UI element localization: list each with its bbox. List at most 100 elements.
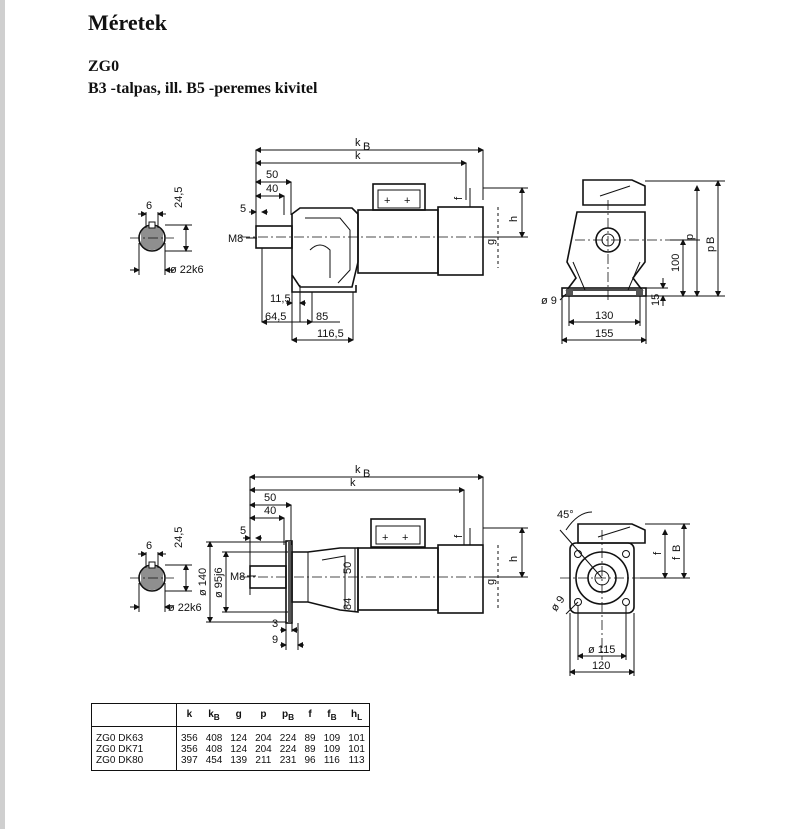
label-m8-bottom: M8 bbox=[230, 571, 245, 583]
dim-155: 155 bbox=[595, 328, 613, 340]
svg-text:B: B bbox=[363, 468, 370, 480]
dim-64-5: 64,5 bbox=[265, 311, 286, 323]
gearmotor-end-view-foot: p B p 100 15 ø 9 130 155 bbox=[541, 179, 725, 344]
table-cell: 89 bbox=[304, 744, 316, 755]
dim-84: 84 bbox=[342, 598, 354, 610]
col-header: p bbox=[251, 703, 276, 727]
table-cell: 139 bbox=[230, 755, 248, 766]
svg-text:+: + bbox=[384, 195, 390, 207]
dim-130: 130 bbox=[595, 310, 613, 322]
dim-hl-bottom: h bbox=[508, 556, 520, 562]
col-header: fB bbox=[319, 703, 345, 727]
dim-k-bottom: k bbox=[350, 477, 356, 489]
table-cell: 124 bbox=[230, 744, 248, 755]
gearmotor-end-view-flange: 45° ø 9 f B f ø 115 120 bbox=[549, 509, 690, 676]
technical-drawings: 6 24,5 ø 22k6 k B k 50 40 5 M8 bbox=[130, 137, 725, 676]
dim-flange-140: ø 140 bbox=[197, 568, 209, 596]
dim-shaft-bottom: ø 22k6 bbox=[168, 602, 202, 614]
svg-text:B: B bbox=[671, 545, 683, 552]
dim-hole-9-top: ø 9 bbox=[541, 295, 557, 307]
dim-flange-hole: ø 9 bbox=[549, 594, 568, 614]
table-cell: 356 bbox=[181, 744, 198, 755]
dim-15: 15 bbox=[650, 294, 662, 306]
dim-24-5-top: 24,5 bbox=[173, 187, 185, 208]
dim-5-top: 5 bbox=[240, 203, 246, 215]
dim-hl-top: h bbox=[508, 216, 520, 222]
dim-116-5: 116,5 bbox=[317, 328, 344, 340]
col-header: pB bbox=[275, 703, 301, 727]
table-row: ZG0 DK71 356 408 124 204 224 89 109 101 bbox=[91, 744, 370, 755]
dim-g-bottom: g bbox=[485, 579, 497, 585]
table-cell: 408 bbox=[205, 744, 223, 755]
dim-5-bottom: 5 bbox=[240, 525, 246, 537]
table-cell: 224 bbox=[279, 744, 297, 755]
row-label: ZG0 DK63 bbox=[91, 726, 177, 744]
dim-9: 9 bbox=[272, 634, 278, 646]
dim-3: 3 bbox=[272, 618, 278, 630]
dim-kb-top: k bbox=[355, 137, 361, 149]
table-cell: 96 bbox=[304, 755, 316, 766]
row-label: ZG0 DK80 bbox=[91, 755, 177, 771]
dim-100: 100 bbox=[670, 254, 682, 272]
shaft-keyway-detail-bottom: 6 24,5 ø 22k6 bbox=[130, 527, 202, 614]
shaft-keyway-detail-top: 6 24,5 ø 22k6 bbox=[130, 187, 204, 276]
dim-pb-top: p bbox=[705, 246, 717, 252]
dim-6-bottom: 6 bbox=[146, 540, 152, 552]
gearmotor-side-view-foot: k B k 50 40 5 M8 + + f h bbox=[228, 137, 528, 343]
row-label: ZG0 DK71 bbox=[91, 744, 177, 755]
page-title: Méretek bbox=[88, 10, 167, 35]
dim-50-bottom: 50 bbox=[264, 492, 276, 504]
table-cell: 408 bbox=[205, 733, 223, 744]
dim-shaft-top: ø 22k6 bbox=[170, 264, 204, 276]
dim-f-end-bottom: f bbox=[652, 551, 664, 555]
svg-text:B: B bbox=[363, 141, 370, 153]
label-m8-top: M8 bbox=[228, 233, 243, 245]
table-header-row: k kB g p pB f fB hL bbox=[91, 703, 370, 727]
table-corner bbox=[91, 703, 177, 727]
dim-flange-95j6: ø 95j6 bbox=[213, 567, 225, 598]
dim-24-5-bottom: 24,5 bbox=[173, 527, 185, 548]
table-row: ZG0 DK63 356 408 124 204 224 89 109 101 bbox=[91, 726, 370, 744]
table-cell: 224 bbox=[279, 733, 297, 744]
table-cell: 454 bbox=[205, 755, 223, 766]
table-cell: 101 bbox=[348, 744, 365, 755]
dim-120: 120 bbox=[592, 660, 610, 672]
model-name: ZG0 bbox=[88, 58, 120, 75]
table-cell: 113 bbox=[348, 755, 365, 766]
dim-pcd-115: ø 115 bbox=[588, 644, 615, 656]
table-cell: 89 bbox=[304, 733, 316, 744]
table-cell: 204 bbox=[255, 744, 272, 755]
col-header: kB bbox=[201, 703, 227, 727]
table-cell: 211 bbox=[255, 755, 272, 766]
table-cell: 204 bbox=[255, 733, 272, 744]
col-header: k bbox=[176, 703, 202, 727]
dim-6-top: 6 bbox=[146, 200, 152, 212]
table-row: ZG0 DK80 397 454 139 211 231 96 116 113 bbox=[91, 755, 370, 771]
svg-text:+: + bbox=[402, 532, 408, 544]
dim-f-top: f bbox=[453, 196, 465, 200]
dim-85: 85 bbox=[316, 311, 328, 323]
table-cell: 356 bbox=[181, 733, 198, 744]
svg-text:+: + bbox=[382, 532, 388, 544]
dimension-table: k kB g p pB f fB hL ZG0 DK63 356 408 124… bbox=[91, 703, 370, 771]
col-header: hL bbox=[344, 703, 370, 727]
table-cell: 101 bbox=[348, 733, 365, 744]
col-header: f bbox=[300, 703, 320, 727]
dim-fb-bottom: f bbox=[671, 556, 683, 560]
table-cell: 124 bbox=[230, 733, 248, 744]
dim-f-bottom: f bbox=[453, 534, 465, 538]
col-header: g bbox=[226, 703, 252, 727]
dim-k-top: k bbox=[355, 150, 361, 162]
dim-p-top: p bbox=[684, 234, 696, 240]
variant-description: B3 -talpas, ill. B5 -peremes kivitel bbox=[88, 80, 318, 97]
table-cell: 109 bbox=[323, 733, 341, 744]
table-cell: 109 bbox=[323, 744, 341, 755]
dim-40-bottom: 40 bbox=[264, 505, 276, 517]
dim-40-top: 40 bbox=[266, 183, 278, 195]
dim-50-vertical: 50 bbox=[342, 562, 354, 574]
gearmotor-side-view-flange: k B k 50 40 5 ø 140 ø 95j6 M8 bbox=[197, 464, 528, 650]
table-cell: 231 bbox=[279, 755, 297, 766]
svg-text:B: B bbox=[705, 237, 717, 244]
dim-50-top: 50 bbox=[266, 169, 278, 181]
table-cell: 116 bbox=[323, 755, 340, 766]
